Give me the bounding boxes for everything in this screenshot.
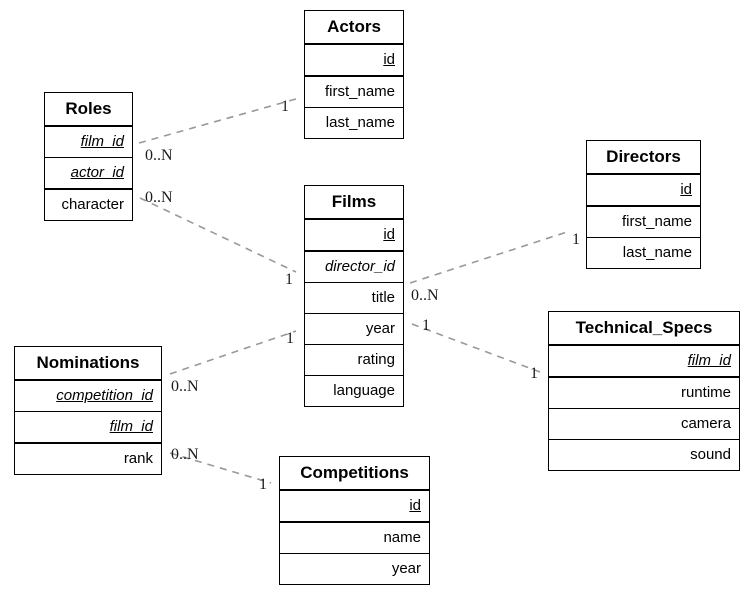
attribute-row[interactable]: rating	[305, 345, 403, 376]
entity-competitions[interactable]: Competitions id name year	[279, 456, 430, 585]
cardinality-label-roles-films-to: 1	[285, 271, 293, 288]
attribute-label: name	[383, 529, 421, 546]
attribute-label: last_name	[325, 114, 395, 131]
attribute-label: first_name	[621, 213, 692, 230]
cardinality-label-films-directors-from: 0..N	[411, 287, 439, 304]
entity-directors[interactable]: Directors id first_name last_name	[586, 140, 701, 269]
attribute-row[interactable]: last_name	[587, 238, 700, 268]
entity-roles[interactable]: Roles film_id actor_id character	[44, 92, 133, 221]
attribute-label: director_id	[324, 258, 395, 275]
cardinality-label-nominations-competitions-from: 0..N	[171, 446, 199, 463]
cardinality-label-roles-actors-from: 0..N	[145, 147, 173, 164]
attribute-row[interactable]: title	[305, 283, 403, 314]
attribute-label: sound	[690, 446, 731, 463]
cardinality-label-roles-films-from: 0..N	[145, 189, 173, 206]
relationship-line-roles-actors[interactable]	[138, 98, 297, 144]
attribute-row[interactable]: id	[305, 220, 403, 252]
attribute-label: film_id	[80, 133, 124, 150]
attribute-label: year	[391, 560, 421, 577]
attribute-label: rank	[123, 450, 153, 467]
cardinality-label-nominations-competitions-to: 1	[259, 476, 267, 493]
attribute-label: id	[383, 226, 395, 243]
attribute-label: film_id	[109, 418, 153, 435]
attribute-row[interactable]: sound	[549, 440, 739, 470]
cardinality-label-roles-actors-to: 1	[281, 98, 289, 115]
attribute-row[interactable]: film_id	[45, 127, 132, 158]
attribute-row[interactable]: first_name	[587, 207, 700, 238]
attribute-row[interactable]: film_id	[549, 346, 739, 378]
relationship-line-films-directors[interactable]	[409, 231, 568, 284]
attribute-label: film_id	[687, 352, 731, 369]
attribute-label: id	[383, 51, 395, 68]
relationship-line-roles-films[interactable]	[139, 197, 297, 273]
attribute-label: character	[61, 196, 124, 213]
entity-title-directors: Directors	[587, 141, 700, 175]
cardinality-label-films-technical-specs-to: 1	[530, 365, 538, 382]
entity-title-nominations: Nominations	[15, 347, 161, 381]
attribute-row[interactable]: runtime	[549, 378, 739, 409]
attribute-row[interactable]: first_name	[305, 77, 403, 108]
attribute-row[interactable]: id	[280, 491, 429, 523]
attribute-label: camera	[680, 415, 731, 432]
attribute-label: id	[680, 181, 692, 198]
entity-title-roles: Roles	[45, 93, 132, 127]
attribute-row[interactable]: film_id	[15, 412, 161, 444]
entity-title-actors: Actors	[305, 11, 403, 45]
attribute-label: year	[365, 320, 395, 337]
attribute-label: first_name	[324, 83, 395, 100]
entity-title-competitions: Competitions	[280, 457, 429, 491]
entity-actors[interactable]: Actors id first_name last_name	[304, 10, 404, 139]
cardinality-label-films-technical-specs-from: 1	[422, 317, 430, 334]
attribute-row[interactable]: year	[280, 554, 429, 584]
attribute-row[interactable]: id	[305, 45, 403, 77]
attribute-label: id	[409, 497, 421, 514]
entity-title-films: Films	[305, 186, 403, 220]
attribute-label: runtime	[680, 384, 731, 401]
relationship-line-nominations-competitions[interactable]	[169, 452, 272, 484]
attribute-row[interactable]: id	[587, 175, 700, 207]
attribute-row[interactable]: competition_id	[15, 381, 161, 412]
attribute-row[interactable]: name	[280, 523, 429, 554]
attribute-row[interactable]: last_name	[305, 108, 403, 138]
cardinality-label-nominations-films-to: 1	[286, 330, 294, 347]
cardinality-label-films-directors-to: 1	[572, 231, 580, 248]
attribute-row[interactable]: camera	[549, 409, 739, 440]
attribute-row[interactable]: year	[305, 314, 403, 345]
attribute-label: actor_id	[70, 164, 124, 181]
attribute-row[interactable]: rank	[15, 444, 161, 474]
attribute-row[interactable]: language	[305, 376, 403, 406]
attribute-label: rating	[357, 351, 395, 368]
relationship-line-nominations-films[interactable]	[169, 330, 297, 375]
attribute-row[interactable]: actor_id	[45, 158, 132, 190]
attribute-label: title	[371, 289, 395, 306]
attribute-label: last_name	[622, 244, 692, 261]
relationship-line-films-technical-specs[interactable]	[411, 323, 541, 373]
attribute-row[interactable]: director_id	[305, 252, 403, 283]
entity-title-technical_specs: Technical_Specs	[549, 312, 739, 346]
attribute-row[interactable]: character	[45, 190, 132, 220]
attribute-label: competition_id	[56, 387, 153, 404]
cardinality-label-nominations-films-from: 0..N	[171, 378, 199, 395]
attribute-label: language	[333, 382, 395, 399]
